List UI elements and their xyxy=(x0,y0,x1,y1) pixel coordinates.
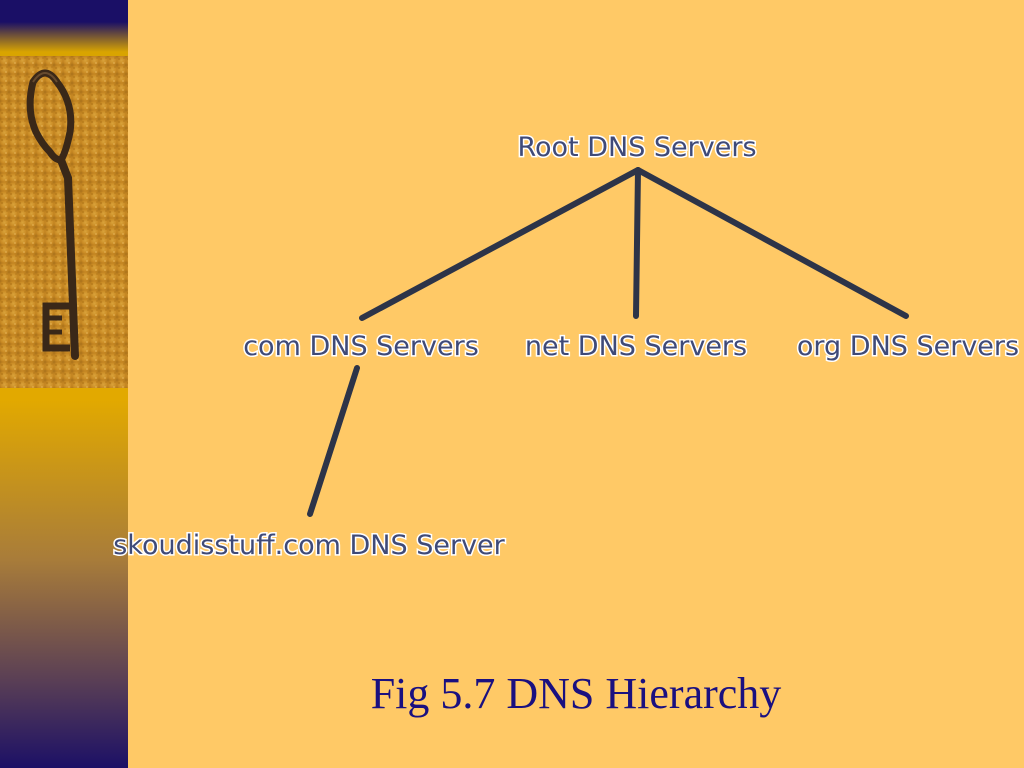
edge-root-net xyxy=(633,167,641,319)
edge-root-com xyxy=(359,167,641,321)
node-com: com DNS Servers xyxy=(243,331,479,362)
key-icon xyxy=(0,56,128,388)
node-skoudisstuff: skoudisstuff.com DNS Server xyxy=(113,530,505,561)
node-root: Root DNS Servers xyxy=(517,132,756,163)
edge-root-org xyxy=(635,167,909,319)
figure-caption: Fig 5.7 DNS Hierarchy xyxy=(370,669,782,718)
edge-com-skoudis xyxy=(307,365,360,517)
node-net: net DNS Servers xyxy=(525,331,747,362)
node-org: org DNS Servers xyxy=(797,331,1019,362)
